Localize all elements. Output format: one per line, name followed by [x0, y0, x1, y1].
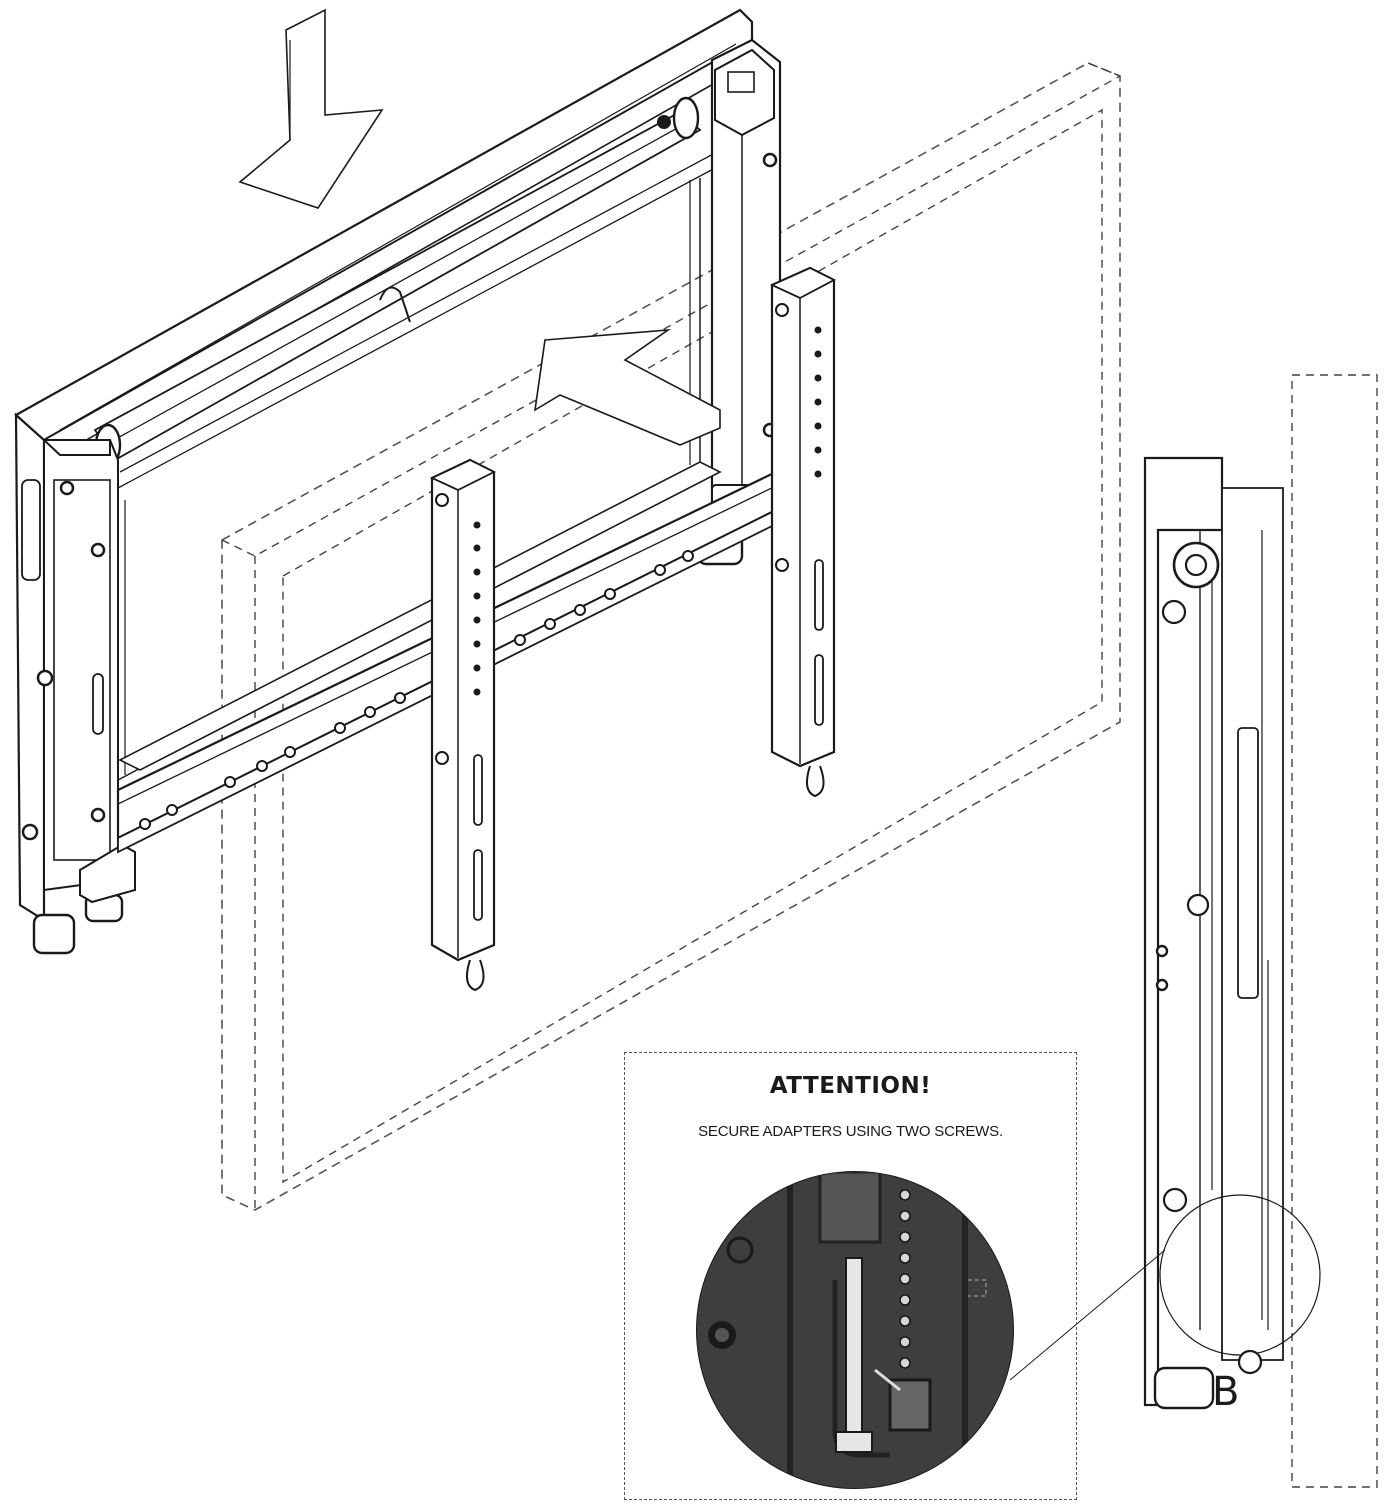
bracket-left-holes [473, 521, 481, 696]
arrow-down-icon [238, 8, 384, 209]
magnifier-detail-icon [696, 1171, 1014, 1489]
bottom-rail-holes [139, 550, 694, 830]
attention-text: SECURE ADAPTERS USING TWO SCREWS. [698, 1123, 1003, 1140]
detail-leader-line [1009, 1249, 1166, 1381]
side-view-label: B [1212, 1369, 1239, 1415]
tv-bracket-right [769, 266, 836, 798]
arrow-insert-icon [533, 328, 721, 446]
tv-bracket-left [429, 458, 497, 992]
side-view-diagram: B [1143, 374, 1378, 1488]
bracket-right-holes [814, 326, 822, 478]
attention-title: ATTENTION! [769, 1073, 932, 1099]
attention-callout: ATTENTION! SECURE ADAPTERS USING TWO SCR… [624, 1052, 1077, 1500]
